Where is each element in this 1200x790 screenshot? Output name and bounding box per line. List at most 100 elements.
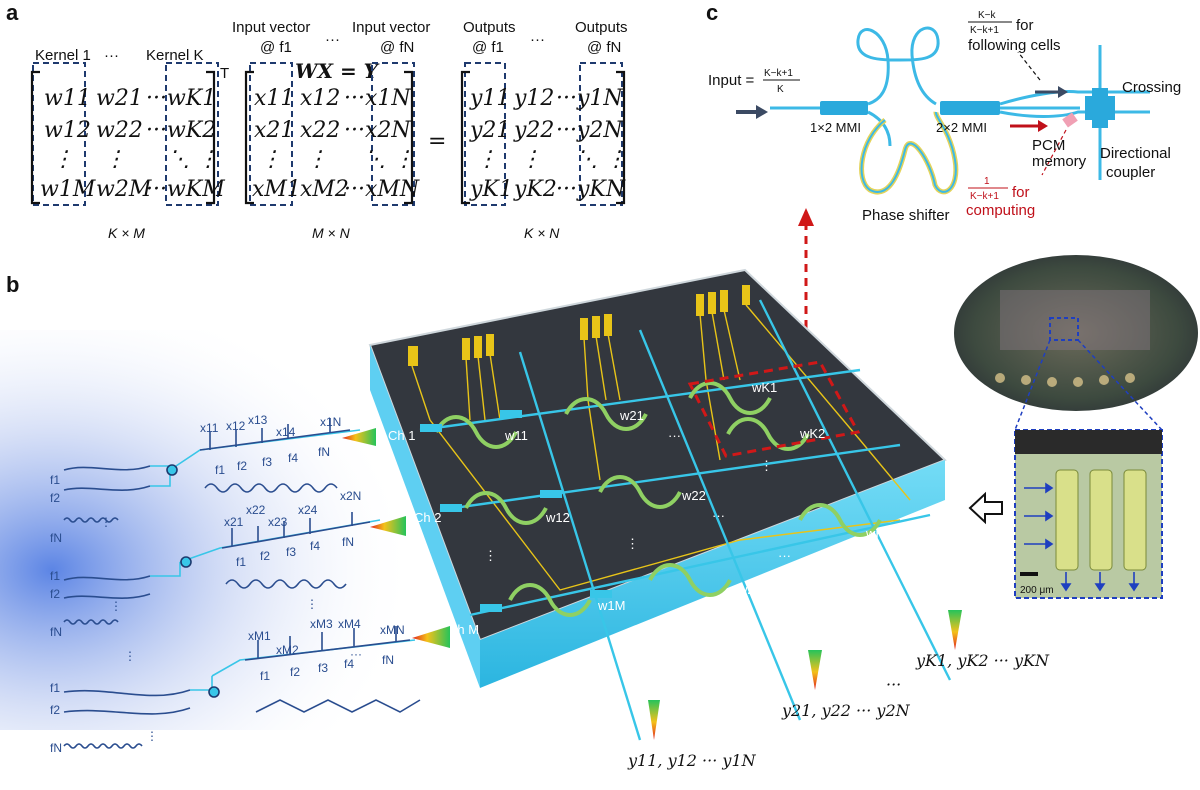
- weight-label: w2M: [737, 582, 765, 597]
- chip-ellipsis: ···: [778, 548, 791, 563]
- y-cell: y11: [469, 86, 510, 111]
- output-last-label: Outputs: [575, 19, 628, 36]
- input-label: Input =: [708, 72, 755, 89]
- weight-label: w22: [681, 488, 706, 503]
- y-cell: ⋮: [476, 147, 498, 172]
- input-last-label: Input vector: [352, 19, 430, 36]
- following-frac-den: K−k+1: [970, 25, 999, 36]
- output-first-label: Outputs: [463, 19, 516, 36]
- chip-vdots: ⋮: [484, 548, 497, 563]
- weight-label: wK1: [751, 380, 777, 395]
- source-freq: fN: [50, 625, 62, 639]
- phase-shifter-label: Phase shifter: [862, 207, 950, 224]
- highlight-boxes: [32, 62, 623, 206]
- signal-labels: x11 x12 x13 x14 x1N f1 f2 f3 f4 fN x21 x…: [50, 413, 405, 755]
- microscope-inset: [1014, 429, 1163, 599]
- kernel-last-label: Kernel K: [146, 47, 204, 64]
- x-label: x23: [268, 515, 288, 529]
- x-label: xM3: [310, 617, 333, 631]
- x-cell: xM1: [252, 177, 301, 202]
- freq-label: f3: [286, 545, 296, 559]
- y-cell: ···y2N: [556, 118, 623, 143]
- computing-label-2: computing: [966, 202, 1035, 219]
- output-label-1: y11, y12 ··· y1N: [627, 751, 757, 770]
- scale-bar-label: 200 μm: [1020, 585, 1054, 596]
- source-freq: f2: [50, 703, 60, 717]
- x-label: x14: [276, 425, 296, 439]
- w-cell: ⋱ ⋮: [168, 147, 219, 172]
- weight-label: w12: [545, 510, 570, 525]
- freq-label: fN: [318, 445, 330, 459]
- y-cell: ···yKN: [556, 177, 626, 202]
- weight-label: wKM: [865, 526, 895, 541]
- signal-group-1: [63, 418, 361, 523]
- signal-vdots: ⋮: [146, 729, 158, 743]
- matrix-brackets: [30, 70, 626, 205]
- input-ellipsis: ···: [325, 31, 340, 48]
- chip-vdots: ⋮: [626, 536, 639, 551]
- chip-vdots: ⋮: [760, 458, 773, 473]
- x-cell: x11: [254, 86, 294, 111]
- matrix-x: x11 x12 ···x1N x21 x22 ···x2N ⋮ ⋮ ⋱ ⋮ xM…: [252, 86, 420, 202]
- w-cell: w2M: [96, 177, 152, 202]
- directional-label-2: coupler: [1106, 164, 1155, 181]
- input-first-label: Input vector: [232, 19, 310, 36]
- y-cell: ⋮: [520, 147, 542, 172]
- photo-inset: [954, 255, 1198, 431]
- x-label: x21: [224, 515, 244, 529]
- w-cell: ···wK2: [146, 118, 216, 143]
- freq-label: f2: [260, 549, 270, 563]
- x-label: x11: [200, 421, 219, 435]
- source-freq: f1: [50, 681, 60, 695]
- equation-wx-y: WX = Y: [295, 59, 380, 83]
- signal-vdots: ⋮: [124, 649, 136, 663]
- freq-label: f4: [344, 657, 354, 671]
- input-frac-num: K−k+1: [764, 68, 793, 79]
- transpose-mark: T: [220, 65, 229, 82]
- output-last-sub: @ fN: [587, 39, 621, 56]
- x-label: x12: [226, 419, 246, 433]
- input-beams: [342, 428, 450, 648]
- w-cell: ⋮: [52, 147, 74, 172]
- input-first-sub: @ f1: [260, 39, 292, 56]
- x-cell: ⋮: [260, 147, 282, 172]
- y-cell: y21: [469, 118, 510, 143]
- directional-label-1: Directional: [1100, 145, 1171, 162]
- computing-frac-den: K−k+1: [970, 191, 999, 202]
- x-label: xM4: [338, 617, 361, 631]
- freq-label: f3: [262, 455, 272, 469]
- freq-label: f1: [236, 555, 246, 569]
- x-label: x24: [298, 503, 318, 517]
- y-cell: ···y1N: [556, 86, 623, 111]
- weight-label: w21: [619, 408, 644, 423]
- y-cell: y22: [513, 118, 554, 143]
- freq-label: f3: [318, 661, 328, 675]
- following-label-2: following cells: [968, 37, 1061, 54]
- chip-ellipsis: ···: [668, 428, 681, 443]
- source-freq: f2: [50, 491, 60, 505]
- w-cell: ···wK1: [146, 86, 216, 111]
- x-label: x22: [246, 503, 266, 517]
- pcm-label-2: memory: [1032, 153, 1087, 170]
- channel-2-label: Ch 2: [414, 510, 441, 525]
- source-freq: f1: [50, 473, 60, 487]
- y-cell: yK2: [513, 177, 557, 202]
- weight-label: w1M: [597, 598, 625, 613]
- weight-label: w11: [504, 428, 528, 443]
- x-label: x2N: [340, 489, 361, 503]
- panel-c-letter: c: [706, 0, 718, 25]
- x-cell: ···x1N: [344, 86, 411, 111]
- x-cell: x12: [300, 86, 340, 111]
- x-cell: ···x2N: [344, 118, 411, 143]
- mmi-2x2-label: 2×2 MMI: [936, 120, 987, 135]
- channel-m-label: Ch M: [448, 622, 479, 637]
- matrix-w: w11 w21 ···wK1 w12 w22 ···wK2 ⋮ ⋮ ⋱ ⋮ w1…: [40, 86, 225, 202]
- mmi-1x2-label: 1×2 MMI: [810, 120, 861, 135]
- inset-arrow-icon: [968, 491, 1003, 525]
- freq-label: f4: [310, 539, 320, 553]
- x-cell: xM2: [300, 177, 349, 202]
- x-label: x13: [248, 413, 268, 427]
- x-cell: ···xMN: [344, 177, 420, 202]
- chip: [368, 268, 952, 741]
- freq-label: f2: [290, 665, 300, 679]
